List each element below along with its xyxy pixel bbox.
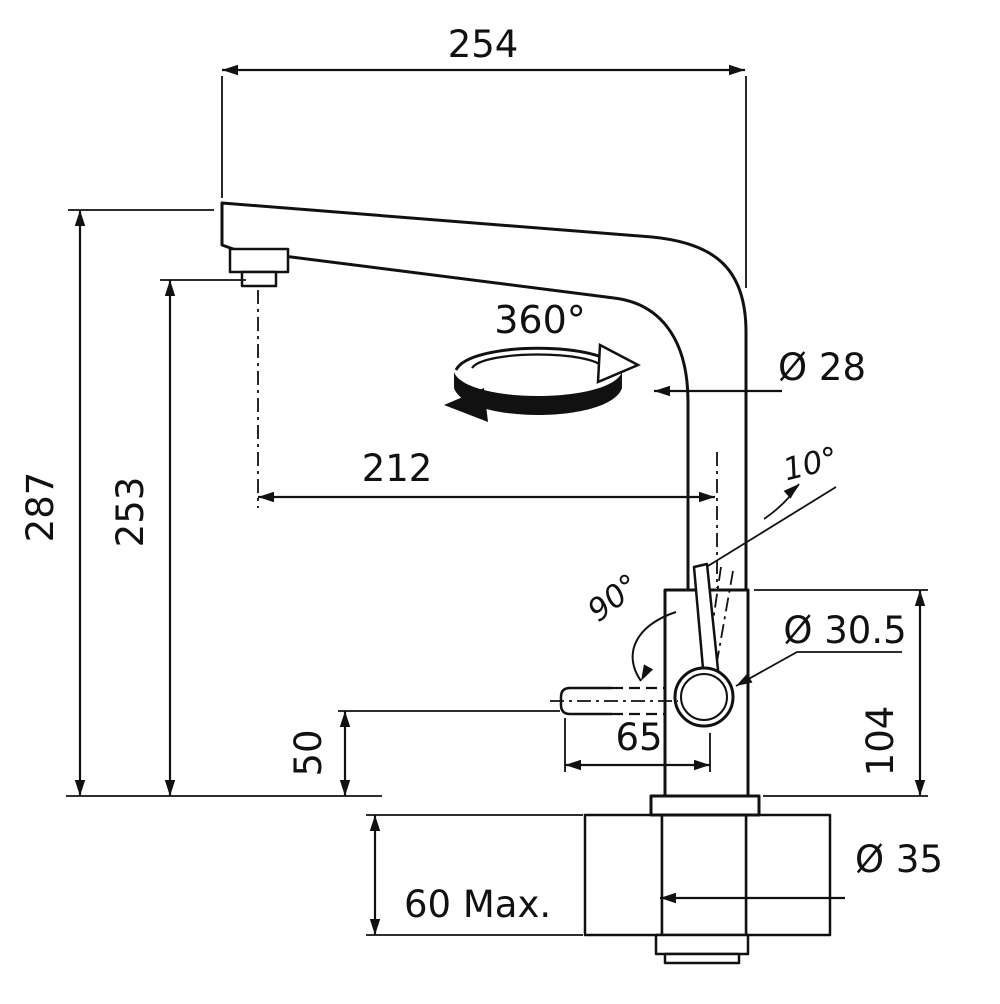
outlet-solid bbox=[559, 686, 612, 716]
dimension-254: 254 bbox=[221, 23, 747, 288]
label-104: 104 bbox=[859, 706, 902, 777]
joint-ball-outer bbox=[673, 666, 735, 728]
side-outlet bbox=[550, 686, 678, 716]
label-dia-28: Ø 28 bbox=[778, 346, 866, 389]
label-360: 360° bbox=[494, 298, 586, 342]
dimension-50: 50 bbox=[287, 710, 560, 796]
label-60-max: 60 Max. bbox=[404, 883, 551, 926]
arrow-icon bbox=[654, 385, 670, 397]
dimension-60-max: 60 Max. bbox=[366, 814, 583, 936]
arrow-icon bbox=[258, 491, 274, 503]
threaded-shank-section bbox=[660, 813, 748, 937]
rotation-symbol-360: 360° bbox=[444, 298, 641, 422]
leader-line bbox=[735, 651, 902, 687]
dimension-287: 287 bbox=[19, 209, 382, 797]
callout-dia-35: Ø 35 bbox=[660, 838, 943, 904]
dimension-212: 212 bbox=[257, 290, 715, 508]
aerator-tip bbox=[240, 270, 278, 288]
label-65: 65 bbox=[615, 716, 662, 759]
countertop-section bbox=[583, 813, 832, 965]
aerator-outer bbox=[228, 247, 290, 274]
arrow-icon bbox=[74, 210, 86, 226]
swivel-arrow-left-icon bbox=[444, 388, 488, 422]
arrow-icon bbox=[636, 664, 654, 684]
swivel-band bbox=[454, 372, 622, 415]
swing-arc bbox=[631, 611, 677, 682]
dimension-253: 253 bbox=[109, 279, 246, 796]
label-212: 212 bbox=[362, 447, 433, 490]
label-254: 254 bbox=[448, 23, 519, 66]
callout-dia-28: Ø 28 bbox=[654, 346, 866, 397]
callout-dia-30-5: Ø 30.5 bbox=[733, 609, 907, 691]
base-flange bbox=[649, 794, 761, 817]
joint-ball-inner bbox=[680, 673, 728, 721]
arrow-icon bbox=[222, 64, 238, 76]
swivel-top-inner bbox=[471, 353, 605, 369]
label-10: 10° bbox=[780, 440, 842, 488]
arrow-icon bbox=[914, 590, 926, 606]
arrow-icon bbox=[164, 280, 176, 296]
countertop-left-block bbox=[583, 813, 664, 937]
swivel-top-outer bbox=[454, 346, 622, 371]
arrow-icon bbox=[369, 919, 381, 935]
label-50: 50 bbox=[287, 729, 330, 776]
label-dia-30-5: Ø 30.5 bbox=[783, 609, 906, 652]
countertop-right-block bbox=[744, 813, 832, 937]
swivel-arrow-right-icon bbox=[596, 342, 641, 384]
callout-angle-90: 90° bbox=[581, 567, 677, 684]
arrow-icon bbox=[164, 780, 176, 796]
lever-group bbox=[673, 452, 735, 728]
faucet-outline bbox=[220, 201, 761, 817]
arrow-icon bbox=[729, 64, 745, 76]
arrow-icon bbox=[565, 759, 581, 771]
label-287: 287 bbox=[19, 472, 62, 543]
arrow-icon bbox=[339, 780, 351, 796]
dimension-104: 104 bbox=[754, 589, 928, 797]
construction-line bbox=[707, 486, 837, 567]
arrow-icon bbox=[339, 711, 351, 727]
arrow-icon bbox=[369, 815, 381, 831]
label-90: 90° bbox=[581, 567, 646, 629]
label-dia-35: Ø 35 bbox=[855, 838, 943, 881]
mounting-nut-lip bbox=[663, 952, 741, 965]
dimension-65: 65 bbox=[564, 716, 711, 772]
arrow-icon bbox=[74, 780, 86, 796]
label-253: 253 bbox=[109, 477, 152, 548]
mounting-nut bbox=[654, 933, 750, 956]
arrow-icon bbox=[914, 780, 926, 796]
